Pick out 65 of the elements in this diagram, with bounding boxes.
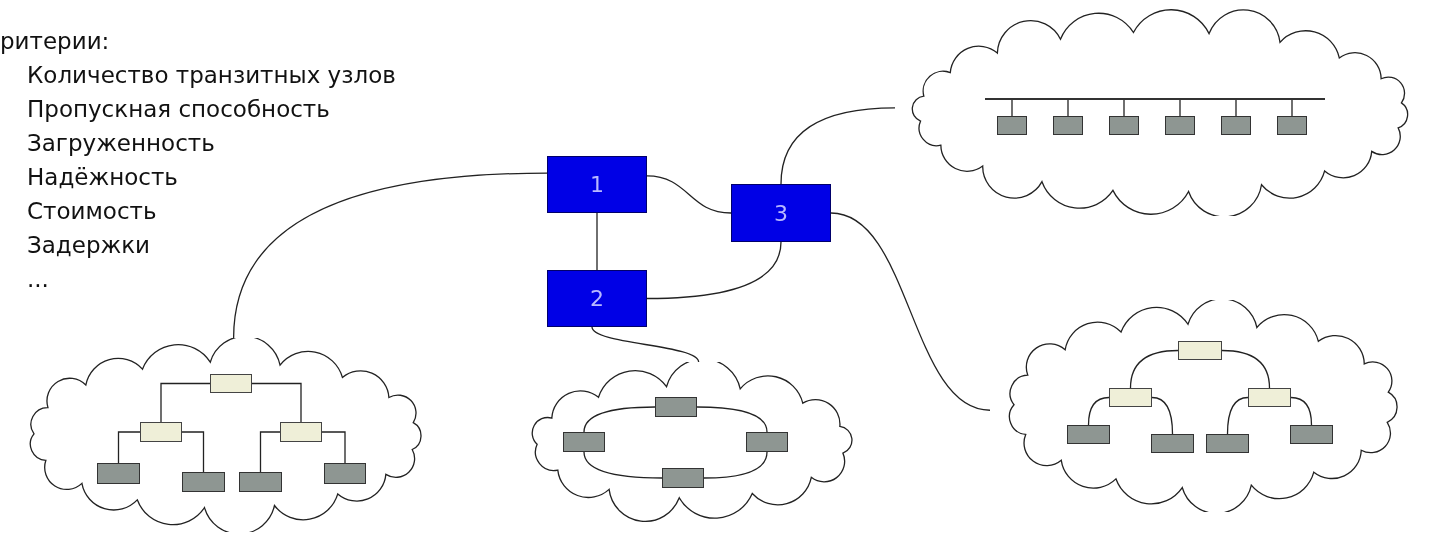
connection-line xyxy=(591,326,700,363)
workstation-box xyxy=(324,463,366,484)
connection-line xyxy=(596,212,598,271)
connection-line xyxy=(830,212,991,411)
connection-line xyxy=(117,431,141,464)
connection-line xyxy=(1123,99,1125,117)
connection-line xyxy=(1291,99,1293,117)
workstation-box xyxy=(1109,116,1139,135)
criteria-item: Количество транзитных узлов xyxy=(27,61,396,90)
connection-line xyxy=(1129,349,1179,389)
connection-line xyxy=(1067,99,1069,117)
workstation-box xyxy=(1165,116,1195,135)
connection-line xyxy=(1179,99,1181,117)
connection-line xyxy=(583,406,656,433)
criteria-item: Задержки xyxy=(27,231,152,260)
criteria-item: Загруженность xyxy=(27,129,216,158)
workstation-box xyxy=(1206,434,1249,453)
router-box: 3 xyxy=(731,184,831,242)
connection-line xyxy=(646,175,732,214)
workstation-box xyxy=(1290,425,1333,444)
workstation-box xyxy=(1067,425,1110,444)
workstation-box xyxy=(746,432,788,452)
workstation-box xyxy=(1221,116,1251,135)
bus-line xyxy=(985,98,1325,100)
criteria-item: Стоимость xyxy=(27,197,158,226)
connection-line xyxy=(780,107,896,185)
connection-line xyxy=(583,451,663,479)
connection-line xyxy=(1221,349,1271,389)
connection-line xyxy=(232,172,548,339)
workstation-box xyxy=(655,397,697,417)
workstation-box xyxy=(1151,434,1194,453)
workstation-box xyxy=(1277,116,1307,135)
connection-line xyxy=(1087,396,1110,426)
criteria-item: Надёжность xyxy=(27,163,179,192)
connection-line xyxy=(321,431,346,464)
switch-box xyxy=(210,374,252,393)
workstation-box xyxy=(997,116,1027,135)
switch-box xyxy=(140,422,182,442)
connection-line xyxy=(1151,396,1174,435)
connection-line xyxy=(646,241,782,300)
connection-line xyxy=(696,406,768,433)
switch-box xyxy=(280,422,322,442)
connection-line xyxy=(1226,396,1249,435)
connection-line xyxy=(181,431,205,473)
workstation-box xyxy=(1053,116,1083,135)
router-box: 1 xyxy=(547,156,647,213)
switch-box xyxy=(1178,341,1222,360)
switch-box xyxy=(1109,388,1152,407)
workstation-box xyxy=(662,468,704,488)
workstation-box xyxy=(97,463,140,484)
connection-line xyxy=(1011,99,1013,117)
switch-box xyxy=(1248,388,1291,407)
router-box: 2 xyxy=(547,270,647,327)
connection-line xyxy=(1290,396,1313,426)
criteria-heading: ритерии: xyxy=(0,27,111,56)
connection-line xyxy=(259,431,281,473)
connection-line xyxy=(703,451,768,479)
workstation-box xyxy=(563,432,605,452)
criteria-item: Пропускная способность xyxy=(27,95,331,124)
criteria-item: ... xyxy=(27,265,50,294)
workstation-box xyxy=(182,472,225,492)
workstation-box xyxy=(239,472,282,492)
connection-line xyxy=(251,382,302,423)
connection-line xyxy=(160,382,211,423)
connection-line xyxy=(1235,99,1237,117)
